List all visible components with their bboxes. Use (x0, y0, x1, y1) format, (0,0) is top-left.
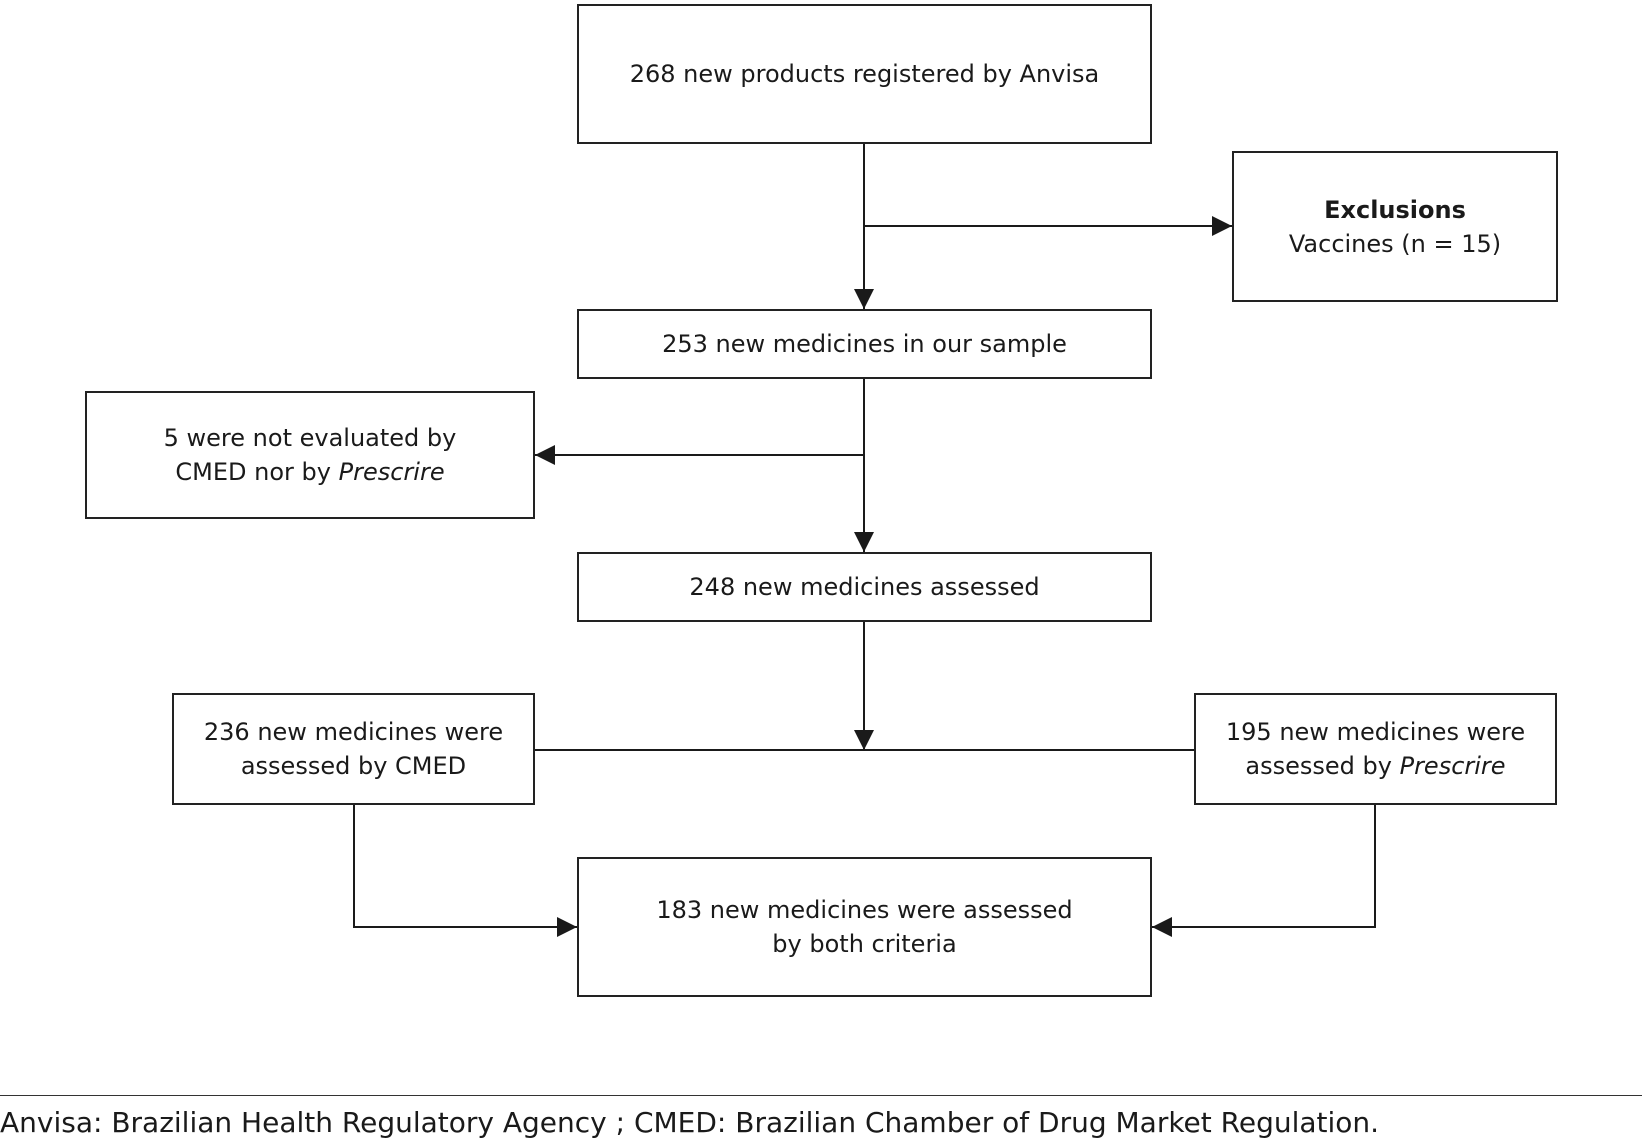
prescrire-line2-italic: Prescrire (1399, 752, 1506, 780)
registered-products-box: 268 new products registered by Anvisa (577, 4, 1152, 144)
not-evaluated-line1: 5 were not evaluated by (163, 424, 457, 452)
prescrire-box: 195 new medicines were assessed by Presc… (1194, 693, 1557, 805)
sample-text: 253 new medicines in our sample (662, 330, 1067, 358)
both-line1: 183 new medicines were assessed (656, 896, 1073, 924)
prescrire-line1: 195 new medicines were (1225, 718, 1526, 746)
cmed-line2: assessed by CMED (240, 752, 467, 780)
cmed-box: 236 new medicines were assessed by CMED (172, 693, 535, 805)
footnote: Anvisa: Brazilian Health Regulatory Agen… (0, 1106, 1380, 1139)
exclusions-box: Exclusions Vaccines (n = 15) (1232, 151, 1558, 302)
not-evaluated-line2-italic: Prescrire (338, 458, 445, 486)
prescrire-line2: assessed by Prescrire (1245, 749, 1505, 783)
sample-box: 253 new medicines in our sample (577, 309, 1152, 379)
footnote-divider (0, 1095, 1642, 1096)
prescrire-line2-prefix: assessed by (1245, 752, 1400, 780)
exclusions-title: Exclusions (1324, 195, 1466, 224)
registered-products-text: 268 new products registered by Anvisa (629, 60, 1100, 88)
not-evaluated-box: 5 were not evaluated by CMED nor by Pres… (85, 391, 535, 519)
not-evaluated-line2: CMED nor by Prescrire (175, 455, 444, 489)
not-evaluated-line2-prefix: CMED nor by (175, 458, 339, 486)
exclusions-detail: Vaccines (n = 15) (1288, 229, 1502, 258)
arrow-prescrire-to-both (1152, 805, 1376, 937)
both-criteria-box: 183 new medicines were assessed by both … (577, 857, 1152, 997)
both-line2: by both criteria (772, 930, 957, 958)
assessed-text: 248 new medicines assessed (689, 573, 1040, 601)
cmed-line1: 236 new medicines were (203, 718, 504, 746)
assessed-box: 248 new medicines assessed (577, 552, 1152, 622)
arrow-cmed-to-both (353, 805, 577, 937)
